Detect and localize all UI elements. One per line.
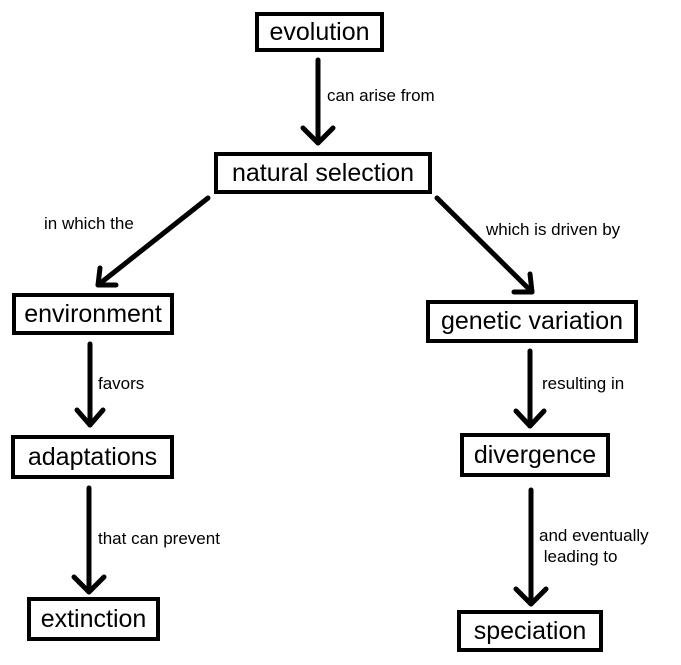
edge-evolution-natural-selection — [300, 57, 336, 146]
edge-natural-selection-genetic-variation — [434, 195, 535, 295]
node-adaptations: adaptations — [11, 435, 174, 479]
edge-label-which-is-driven-by: which is driven by — [486, 220, 621, 239]
edge-label-favors: favors — [98, 374, 145, 393]
edge-label-resulting-in: resulting in — [542, 374, 625, 393]
edge-adaptations-extinction — [71, 485, 107, 595]
node-environment: environment — [12, 293, 174, 335]
node-label: divergence — [473, 440, 597, 469]
node-label: speciation — [473, 616, 587, 645]
edge-label-and-eventually-leading-to: and eventually leading to — [539, 526, 649, 566]
node-divergence: divergence — [460, 433, 610, 477]
edge-label-can-arise-from: can arise from — [327, 86, 435, 105]
edge-label-in-which-the: in which the — [44, 214, 134, 233]
edge-label-that-can-prevent: that can prevent — [98, 529, 220, 548]
node-genetic-variation: genetic variation — [426, 300, 638, 343]
node-label: genetic variation — [440, 307, 624, 335]
node-label: adaptations — [27, 442, 158, 471]
edge-natural-selection-environment — [95, 195, 211, 288]
node-label: extinction — [40, 604, 147, 633]
node-evolution: evolution — [255, 12, 384, 52]
node-extinction: extinction — [27, 597, 160, 641]
node-label: evolution — [269, 17, 370, 46]
edge-environment-adaptations — [74, 341, 106, 428]
edge-genetic-variation-divergence — [513, 348, 547, 429]
node-natural-selection: natural selection — [214, 152, 432, 194]
edge-divergence-speciation — [513, 487, 549, 607]
node-label: environment — [24, 299, 162, 328]
node-speciation: speciation — [457, 610, 603, 652]
node-label: natural selection — [231, 158, 415, 187]
